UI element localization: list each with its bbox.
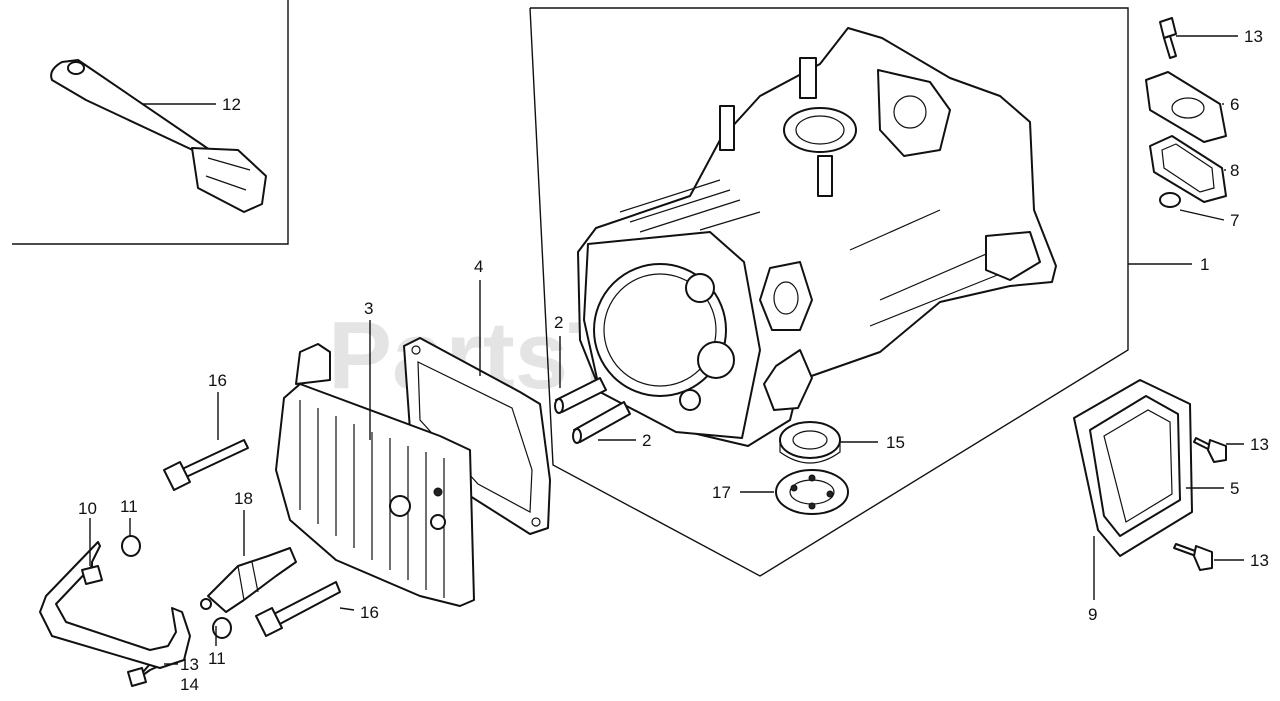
- breather-plate-part[interactable]: [1145, 71, 1227, 143]
- callout-16-lower: 16: [360, 603, 379, 622]
- head-bolt-upper-part[interactable]: [163, 439, 249, 491]
- bearing-part[interactable]: [775, 469, 849, 515]
- tool-socket-part[interactable]: [50, 59, 267, 213]
- assembly-bracket: [529, 7, 1129, 577]
- bolt-right-upper-part[interactable]: [1193, 437, 1227, 463]
- callout-11-upper: 11: [120, 497, 138, 516]
- callout-11-lower: 11: [208, 649, 226, 668]
- callout-13-right-lower: 13: [1250, 551, 1269, 570]
- callout-2-lower: 2: [642, 431, 651, 450]
- callout-5: 5: [1230, 479, 1239, 498]
- callout-3: 3: [364, 299, 373, 318]
- leader-lines: [89, 35, 1244, 665]
- callout-2-upper: 2: [554, 313, 563, 332]
- callout-6: 6: [1230, 95, 1239, 114]
- callout-13-bottom: 13: [180, 655, 199, 674]
- callout-13-right-upper: 13: [1250, 435, 1269, 454]
- spark-plug-part[interactable]: [200, 547, 297, 613]
- callout-18: 18: [234, 489, 253, 508]
- valve-cover-part[interactable]: [1073, 379, 1193, 557]
- collar-lower-part[interactable]: [212, 617, 232, 639]
- callout-14: 14: [180, 675, 199, 694]
- callout-15: 15: [886, 433, 905, 452]
- oil-seal-part[interactable]: [779, 421, 841, 464]
- callout-7: 7: [1230, 211, 1239, 230]
- head-bolt-lower-part[interactable]: [255, 581, 341, 637]
- reed-disc-part[interactable]: [1159, 192, 1181, 208]
- breather-tube-part[interactable]: [39, 541, 191, 669]
- callout-10: 10: [78, 499, 97, 518]
- callout-16-upper: 16: [208, 371, 227, 390]
- inset-box: [12, 0, 289, 245]
- callout-8: 8: [1230, 161, 1239, 180]
- dowel-pin-part[interactable]: [554, 377, 631, 444]
- bolt-top-part[interactable]: [1159, 17, 1177, 59]
- crankcase-part[interactable]: [577, 27, 1057, 447]
- callout-17: 17: [712, 483, 731, 502]
- collar-upper-part[interactable]: [121, 535, 141, 557]
- callout-1: 1: [1200, 255, 1209, 274]
- callout-13-top: 13: [1244, 27, 1263, 46]
- bolt-right-lower-part[interactable]: [1173, 543, 1213, 571]
- breather-gasket-part[interactable]: [1149, 135, 1227, 203]
- callout-4: 4: [474, 257, 483, 276]
- callout-9: 9: [1088, 605, 1097, 624]
- callout-12: 12: [222, 95, 241, 114]
- cylinder-head-part[interactable]: [275, 343, 475, 607]
